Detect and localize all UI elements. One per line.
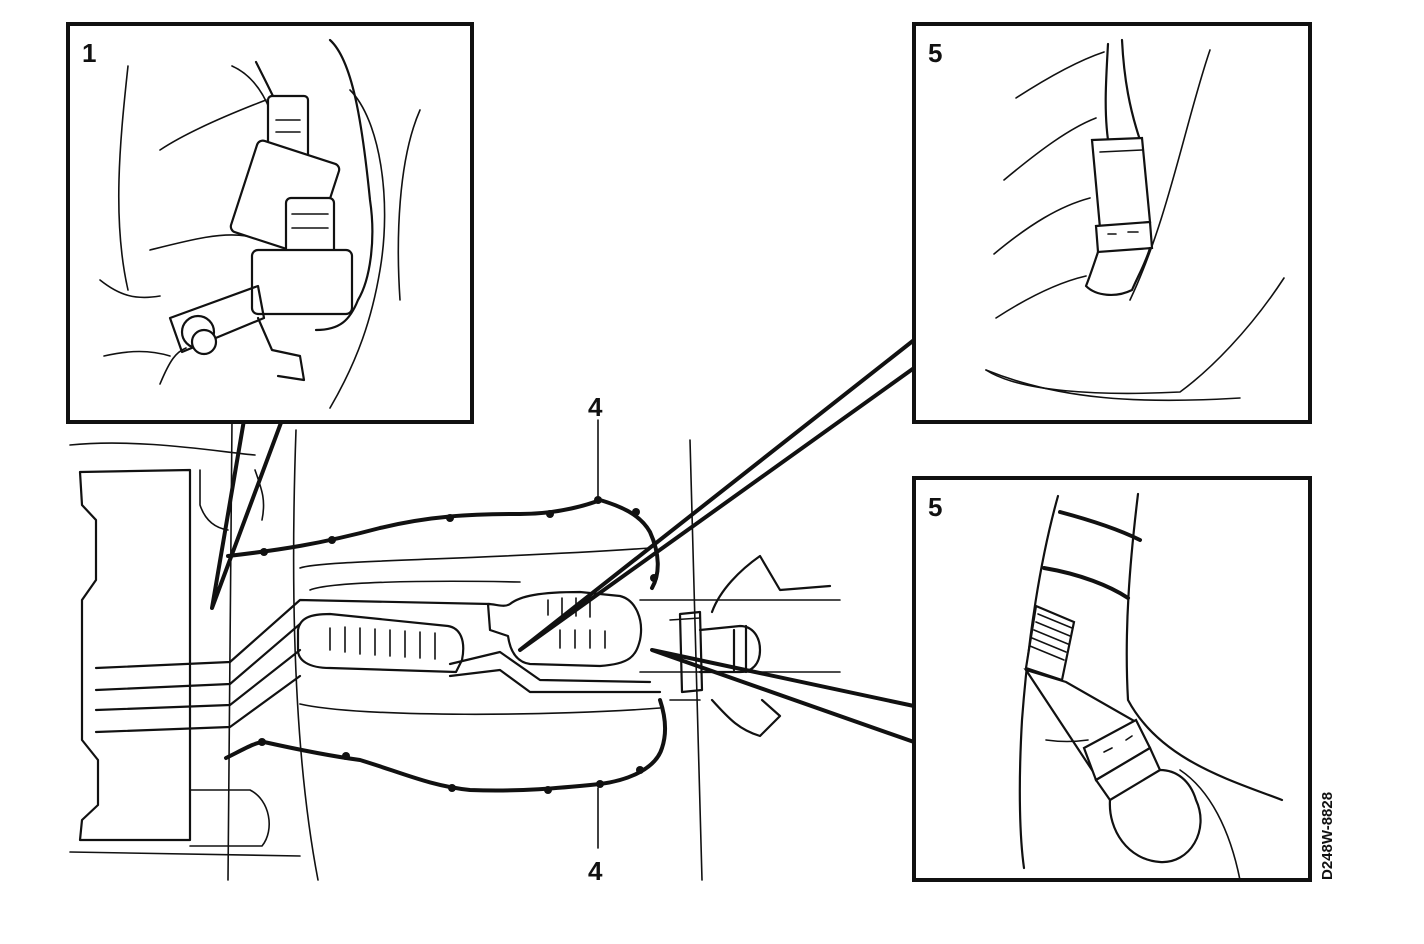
inset-5-top: 5 (912, 22, 1312, 424)
callout-4-top: 4 (588, 392, 603, 422)
reference-code: D248W-8828 (1319, 792, 1336, 880)
callout-4-bottom: 4 (588, 856, 603, 886)
transmission-area (639, 439, 841, 881)
inset-5-bottom-label: 5 (928, 492, 942, 522)
inset-1-pointer (210, 418, 284, 610)
inset-5-top-pointer (518, 338, 916, 652)
connector-icon (99, 38, 421, 409)
inset-5-bottom: 5 (912, 476, 1312, 882)
wiring-harness-bottom (224, 698, 668, 794)
catalytic-converter-rear (486, 590, 643, 668)
oxygen-sensor-icon (985, 38, 1285, 402)
inset-5-top-label: 5 (928, 38, 942, 68)
oxygen-sensor-closeup-icon (1018, 492, 1284, 881)
wiring-harness-top (226, 496, 660, 590)
inset-5-bottom-pointer (650, 648, 916, 744)
underbody-view: 4 4 (69, 392, 841, 886)
inset-1-label: 1 (82, 38, 96, 68)
exhaust-pipes (94, 547, 662, 734)
inset-1: 1 (66, 22, 474, 424)
catalytic-converter-front (296, 612, 465, 674)
inset-5-bottom-frame (912, 476, 1312, 882)
body-panel-left (78, 468, 192, 842)
